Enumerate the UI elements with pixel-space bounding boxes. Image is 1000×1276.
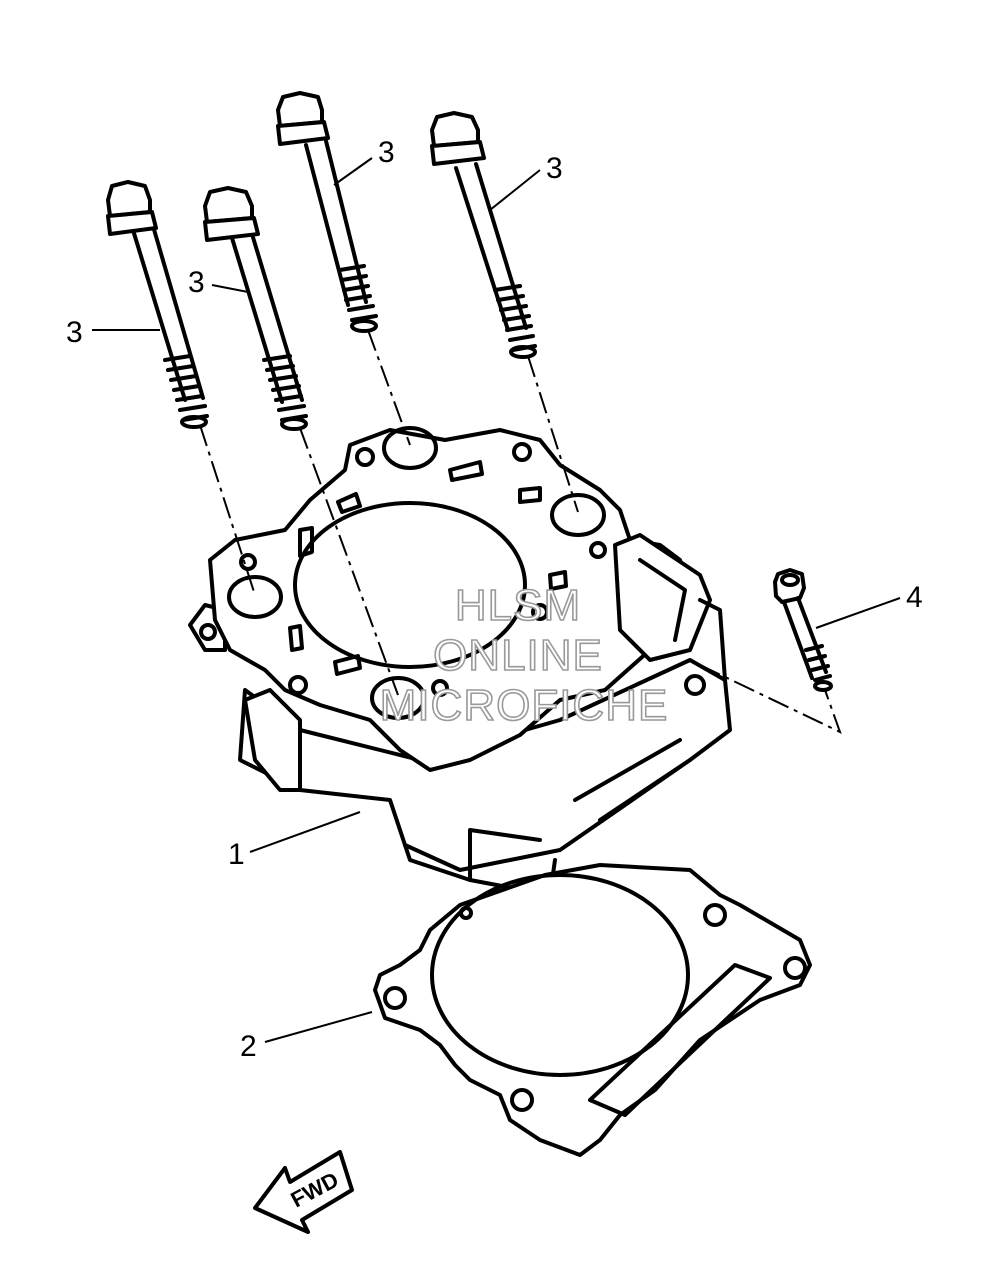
- watermark: HLSM ONLINE MICROFICHE: [379, 580, 669, 731]
- watermark-line-3: MICROFICHE: [380, 681, 669, 730]
- stud-bolt-b: [203, 186, 308, 431]
- callout-bolt-a: 3: [66, 316, 83, 349]
- stud-bolt-a: [106, 180, 209, 429]
- leader-lines: [92, 157, 901, 1043]
- callout-bolt-d: 3: [546, 152, 563, 185]
- small-bolt: [773, 568, 833, 692]
- bolt-center-lines: [199, 329, 842, 734]
- watermark-line-1: HLSM: [455, 581, 581, 630]
- watermark-line-2: ONLINE: [433, 631, 603, 680]
- stud-bolt-c: [276, 91, 378, 333]
- gasket: [373, 863, 812, 1157]
- callout-cylinder: 1: [228, 838, 245, 871]
- callout-gasket: 2: [240, 1030, 257, 1063]
- callout-bolt-b: 3: [188, 266, 205, 299]
- fwd-arrow-icon: FWD: [253, 1150, 354, 1234]
- callout-small-bolt: 4: [906, 581, 923, 614]
- cylinder: [188, 426, 732, 897]
- callout-bolt-c: 3: [378, 136, 395, 169]
- stud-bolt-d: [430, 111, 537, 359]
